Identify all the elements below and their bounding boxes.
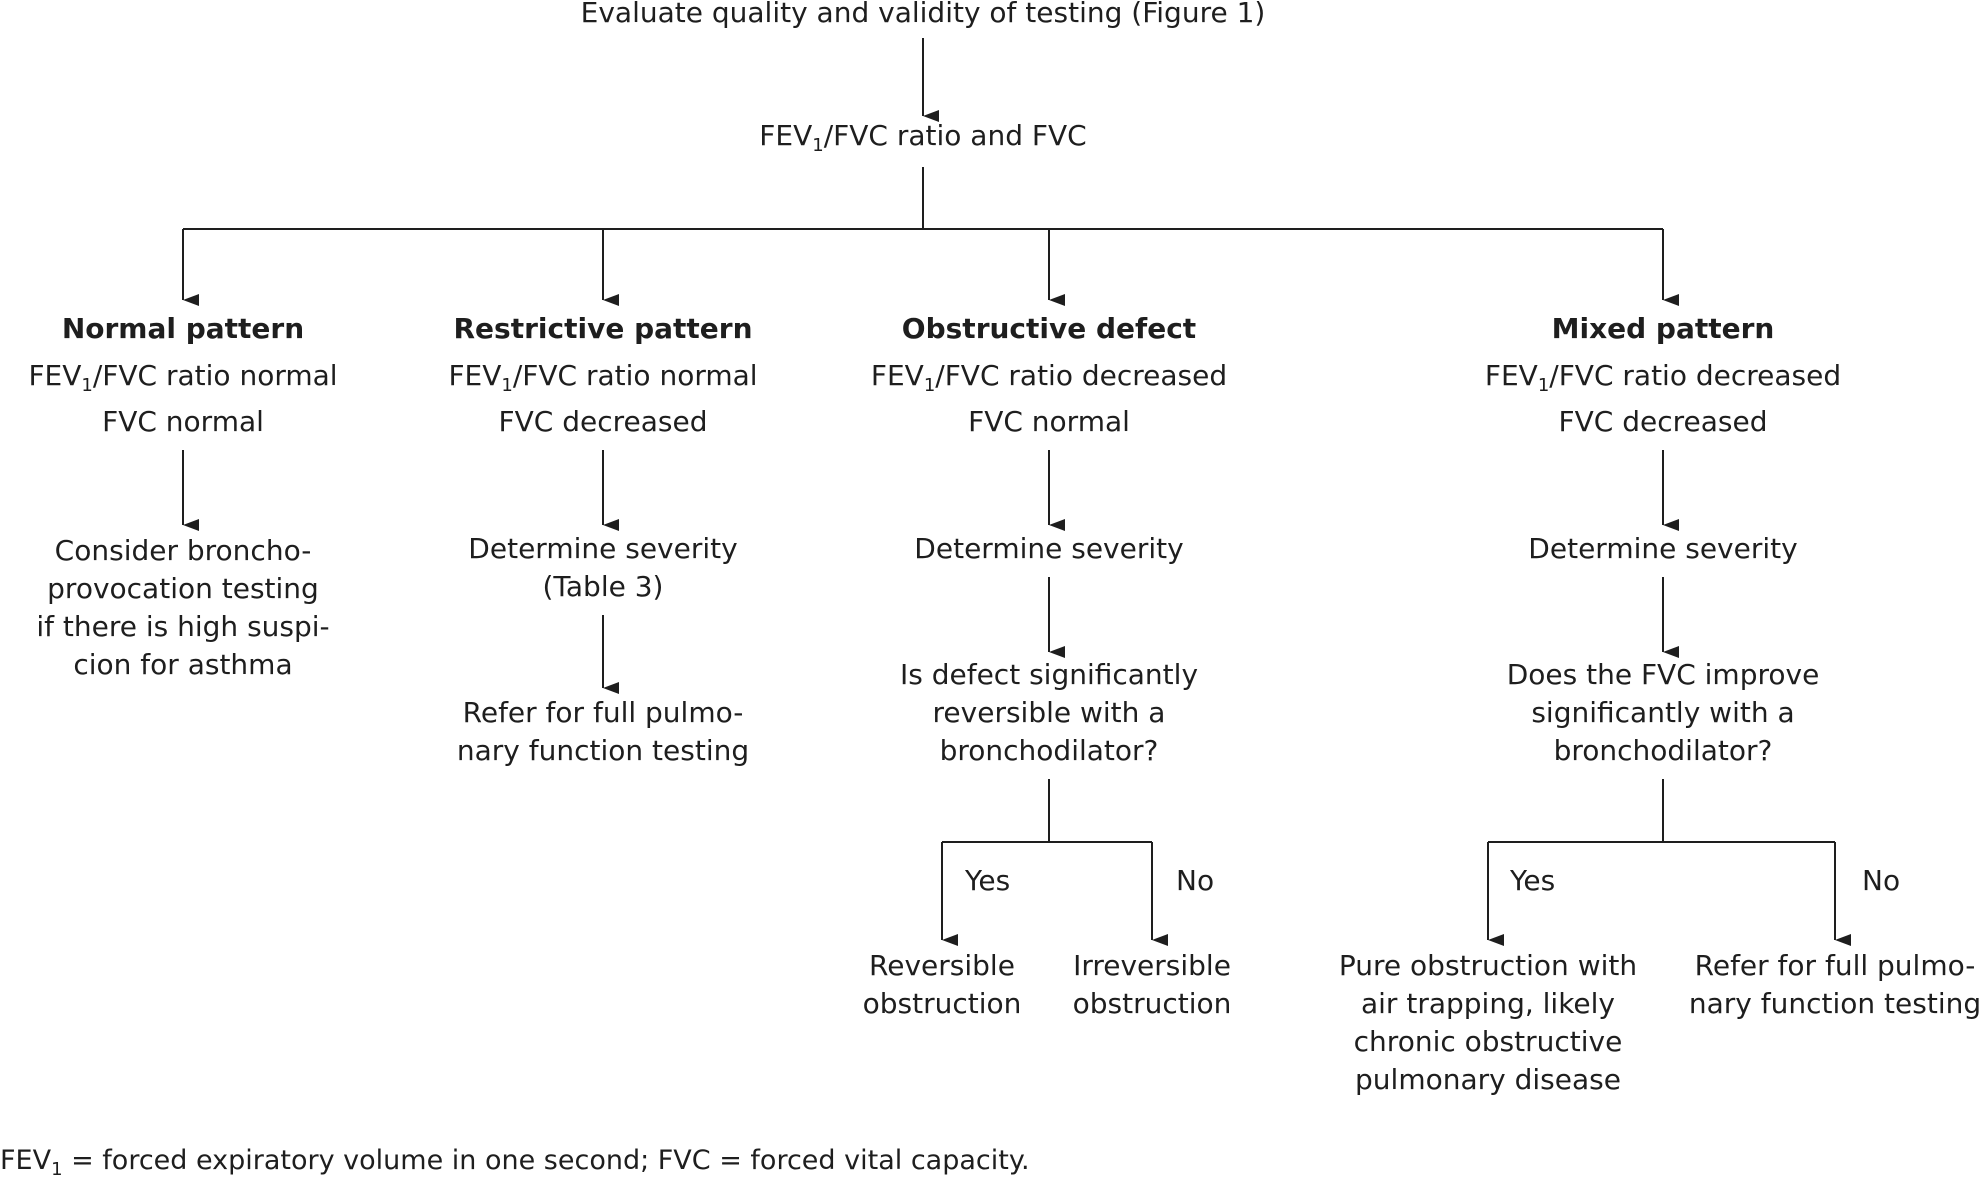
obstructive-question: Is defect significantly reversible with … xyxy=(900,656,1198,770)
obstructive-heading: Obstructive defect xyxy=(901,312,1197,345)
restrictive-refer: Refer for full pulmo- nary function test… xyxy=(457,694,749,770)
normal-next-step: Consider broncho- provocation testing if… xyxy=(36,532,329,684)
obstructive-yes-result: Reversible obstruction xyxy=(863,947,1022,1023)
mixed-no-result: Refer for full pulmo- nary function test… xyxy=(1689,947,1981,1023)
obstructive-question-line-1: Is defect significantly xyxy=(899,658,1199,691)
mixed-yes-label: Yes xyxy=(1510,864,1556,897)
mixed-severity: Determine severity xyxy=(1528,532,1798,565)
obstructive-ratio-rest: /FVC ratio decreased xyxy=(935,359,1228,392)
normal-ratio-sub: 1 xyxy=(81,375,93,396)
mixed-ratio-rest: /FVC ratio decreased xyxy=(1549,359,1842,392)
mixed-yes-line-3: chronic obstructive xyxy=(1353,1025,1623,1058)
mixed-question-line-1: Does the FVC improve xyxy=(1506,658,1820,691)
restrictive-ratio-fev: FEV xyxy=(448,359,502,392)
normal-next-line-4: cion for asthma xyxy=(73,648,293,681)
restrictive-ratio-sub: 1 xyxy=(501,375,513,396)
normal-next-line-1: Consider broncho- xyxy=(54,534,312,567)
obstructive-severity: Determine severity xyxy=(914,532,1184,565)
mixed-no-line-1: Refer for full pulmo- xyxy=(1694,949,1976,982)
normal-heading: Normal pattern xyxy=(61,312,305,345)
mixed-yes-line-4: pulmonary disease xyxy=(1355,1063,1621,1096)
obstructive-no-label: No xyxy=(1176,864,1215,897)
obstructive-fvc: FVC normal xyxy=(968,405,1130,438)
mixed-ratio-fev: FEV xyxy=(1484,359,1538,392)
obstructive-question-line-3: bronchodilator? xyxy=(939,734,1159,767)
normal-ratio-fev: FEV xyxy=(28,359,82,392)
ratio-fev-sub: 1 xyxy=(812,135,824,156)
restrictive-severity: Determine severity (Table 3) xyxy=(468,530,737,606)
title-text: Evaluate quality and validity of testing… xyxy=(580,0,1266,29)
normal-fvc: FVC normal xyxy=(102,405,264,438)
mixed-fvc: FVC decreased xyxy=(1558,405,1768,438)
obstructive-yes-line-1: Reversible xyxy=(869,949,1015,982)
footnote: FEV1 = forced expiratory volume in one s… xyxy=(0,1144,1030,1181)
mixed-heading: Mixed pattern xyxy=(1551,312,1775,345)
mixed-yes-line-2: air trapping, likely xyxy=(1360,987,1615,1020)
ratio-node: FEV1/FVC ratio and FVC xyxy=(759,117,1086,159)
footnote-text: = forced expiratory volume in one second… xyxy=(62,1145,1030,1176)
mixed-yes-result: Pure obstruction with air trapping, like… xyxy=(1339,947,1637,1099)
obstructive-ratio-fev: FEV xyxy=(870,359,924,392)
obstructive-yes-line-2: obstruction xyxy=(862,987,1022,1020)
obstructive-no-line-2: obstruction xyxy=(1072,987,1232,1020)
normal-ratio: FEV1/FVC ratio normal xyxy=(28,357,337,399)
mixed-question-line-3: bronchodilator? xyxy=(1553,734,1773,767)
ratio-fev: FEV xyxy=(759,119,813,152)
restrictive-ratio-rest: /FVC ratio normal xyxy=(512,359,758,392)
footnote-fev-sub: 1 xyxy=(51,1159,63,1180)
footnote-fev: FEV xyxy=(0,1145,52,1176)
normal-next-line-3: if there is high suspi- xyxy=(36,610,330,643)
mixed-ratio: FEV1/FVC ratio decreased xyxy=(1485,357,1841,399)
obstructive-ratio: FEV1/FVC ratio decreased xyxy=(871,357,1227,399)
obstructive-no-result: Irreversible obstruction xyxy=(1073,947,1232,1023)
mixed-yes-line-1: Pure obstruction with xyxy=(1338,949,1638,982)
obstructive-yes-label: Yes xyxy=(965,864,1011,897)
mixed-question: Does the FVC improve significantly with … xyxy=(1507,656,1820,770)
mixed-ratio-sub: 1 xyxy=(1537,375,1550,396)
restrictive-ratio: FEV1/FVC ratio normal xyxy=(448,357,757,399)
restrictive-refer-line-1: Refer for full pulmo- xyxy=(462,696,744,729)
normal-next-line-2: provocation testing xyxy=(47,572,319,605)
restrictive-severity-line-2: (Table 3) xyxy=(542,570,664,603)
normal-ratio-rest: /FVC ratio normal xyxy=(92,359,338,392)
title-node: Evaluate quality and validity of testing… xyxy=(581,0,1266,32)
restrictive-severity-line-1: Determine severity xyxy=(468,532,738,565)
restrictive-heading: Restrictive pattern xyxy=(453,312,753,345)
obstructive-question-line-2: reversible with a xyxy=(932,696,1166,729)
restrictive-fvc: FVC decreased xyxy=(498,405,708,438)
obstructive-no-line-1: Irreversible xyxy=(1073,949,1231,982)
restrictive-refer-line-2: nary function testing xyxy=(456,734,750,767)
mixed-no-label: No xyxy=(1862,864,1901,897)
mixed-no-line-2: nary function testing xyxy=(1688,987,1982,1020)
mixed-question-line-2: significantly with a xyxy=(1531,696,1795,729)
obstructive-ratio-sub: 1 xyxy=(923,375,936,396)
ratio-rest: /FVC ratio and FVC xyxy=(823,119,1087,152)
